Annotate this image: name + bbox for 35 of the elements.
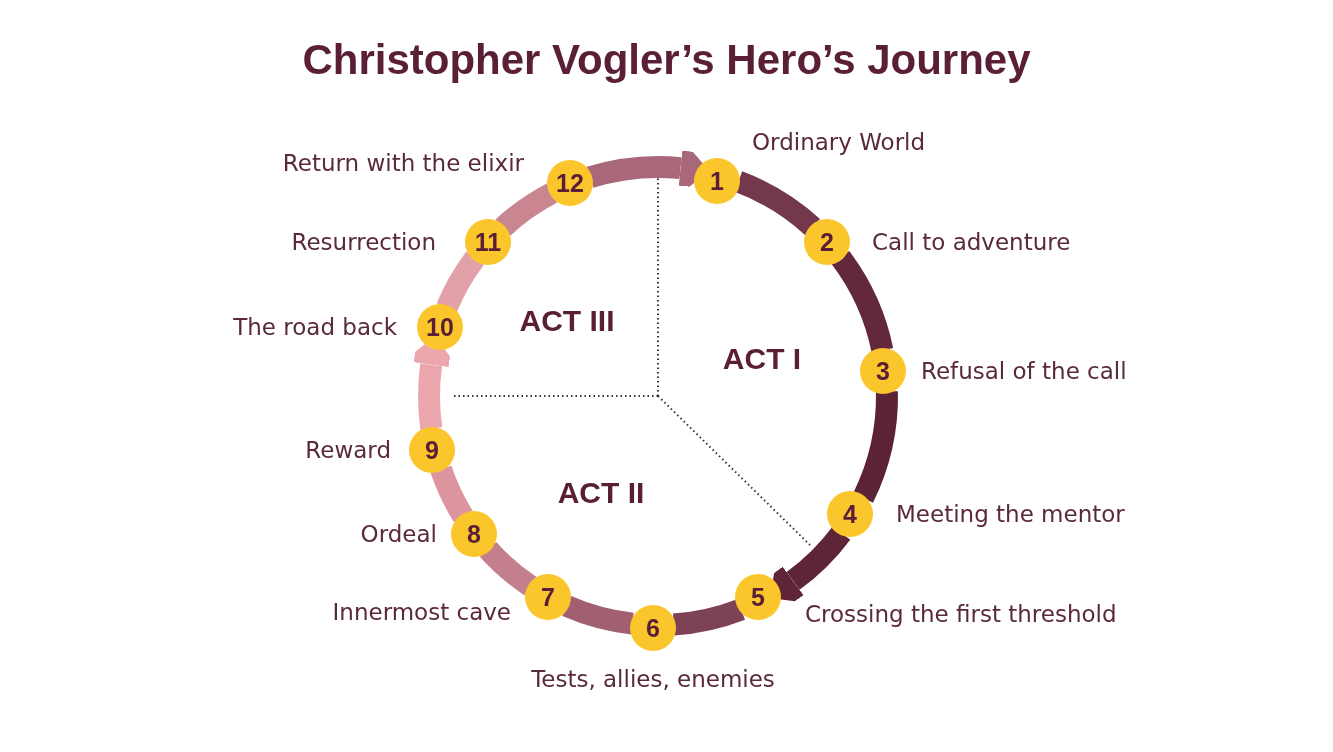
- step-label: Ordeal: [360, 520, 437, 549]
- step-number-badge: 12: [547, 160, 593, 206]
- step-number-badge: 9: [409, 427, 455, 473]
- step-number-badge: 4: [827, 491, 873, 537]
- step-number-badge: 3: [860, 348, 906, 394]
- step-label: Tests, allies, enemies: [531, 665, 775, 694]
- act-label: ACT II: [557, 476, 645, 510]
- step-label: Innermost cave: [332, 598, 511, 627]
- step-number-badge: 5: [735, 574, 781, 620]
- step-number-badge: 2: [804, 219, 850, 265]
- step-label: Crossing the first threshold: [805, 600, 1117, 629]
- step-number-badge: 10: [417, 304, 463, 350]
- step-label: Resurrection: [291, 228, 436, 257]
- step-number-badge: 7: [525, 574, 571, 620]
- step-label: Ordinary World: [752, 128, 926, 157]
- ring-segment: [480, 541, 537, 596]
- ring-segment: [430, 465, 473, 522]
- ring-segment: [672, 599, 745, 636]
- ring-segment: [562, 595, 634, 635]
- step-label: The road back: [233, 313, 397, 342]
- diagram-title: Christopher Vogler’s Hero’s Journey: [301, 36, 1032, 84]
- step-number-badge: 6: [630, 605, 676, 651]
- step-label: Call to adventure: [872, 228, 1071, 257]
- step-label: Meeting the mentor: [896, 500, 1125, 529]
- step-number-badge: 8: [451, 511, 497, 557]
- step-number-badge: 1: [694, 158, 740, 204]
- step-label: Reward: [305, 436, 391, 465]
- act-label: ACT III: [519, 304, 615, 338]
- ring-segment: [853, 390, 898, 503]
- step-label: Return with the elixir: [282, 149, 524, 178]
- step-label: Refusal of the call: [921, 357, 1127, 386]
- act-label: ACT I: [722, 342, 802, 376]
- step-number-badge: 11: [465, 219, 511, 265]
- ring-segment: [495, 183, 558, 236]
- ring-segment: [436, 251, 485, 312]
